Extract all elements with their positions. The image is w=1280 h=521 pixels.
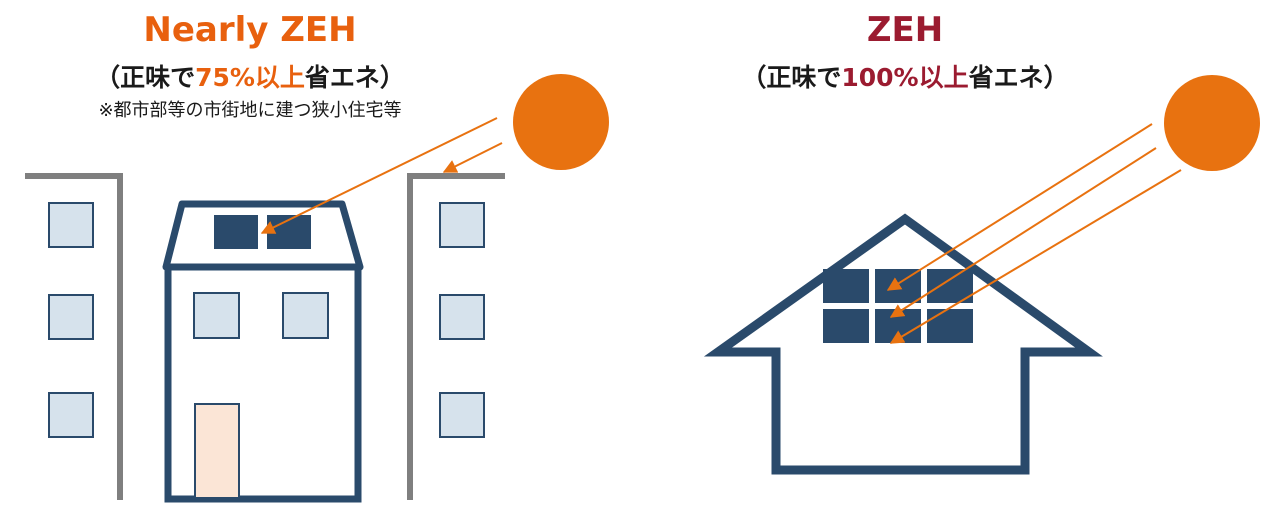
left-sun-ray-1 <box>260 117 498 234</box>
zeh-percentage: 100%以上 <box>841 63 969 92</box>
right-neighbor-window-2 <box>439 294 485 340</box>
nearly-zeh-note: ※都市部等の市街地に建つ狭小住宅等 <box>98 100 402 121</box>
right-sun-icon <box>1164 75 1260 171</box>
left-sun-ray-2 <box>442 142 503 173</box>
narrow-house-roof <box>162 200 364 271</box>
nearly-zeh-percentage: 75%以上 <box>195 63 305 92</box>
right-sun-ray-1 <box>886 123 1153 291</box>
nearly-zeh-subtitle-open: （正味で <box>95 63 196 92</box>
nearly-zeh-subtitle-close: 省エネ） <box>304 63 405 92</box>
left-sun-icon <box>513 74 609 170</box>
right-neighbor-wall <box>407 173 505 500</box>
left-neighbor-wall <box>25 173 123 500</box>
right-sun-ray-3 <box>889 169 1182 344</box>
narrow-house <box>162 200 364 503</box>
left-neighbor-window-1 <box>48 202 94 248</box>
narrow-house-solar-panel-1 <box>214 215 258 249</box>
detached-house-solar-panel-1 <box>823 269 869 303</box>
detached-house-solar-panel-4 <box>823 309 869 343</box>
right-neighbor-window-1 <box>439 202 485 248</box>
detached-house-solar-panel-6 <box>927 309 973 343</box>
left-neighbor-building <box>25 173 123 500</box>
zeh-subtitle: （正味で100%以上省エネ） <box>695 58 1115 94</box>
narrow-house-window-2 <box>282 292 329 339</box>
right-neighbor-window-3 <box>439 392 485 438</box>
zeh-subtitle-close: 省エネ） <box>968 63 1069 92</box>
right-sun-ray-2 <box>889 147 1157 318</box>
detached-house-outline <box>703 213 1103 475</box>
right-neighbor-building <box>407 173 505 500</box>
nearly-zeh-title: Nearly ZEH <box>143 10 357 50</box>
left-neighbor-window-2 <box>48 294 94 340</box>
detached-house <box>703 213 1103 475</box>
zeh-subtitle-open: （正味で <box>741 63 842 92</box>
narrow-house-door <box>194 403 240 499</box>
detached-house-solar-panel-3 <box>927 269 973 303</box>
narrow-house-window-1 <box>193 292 240 339</box>
left-neighbor-window-3 <box>48 392 94 438</box>
zeh-title: ZEH <box>866 10 944 50</box>
nearly-zeh-subtitle: （正味で75%以上省エネ） <box>40 58 460 94</box>
